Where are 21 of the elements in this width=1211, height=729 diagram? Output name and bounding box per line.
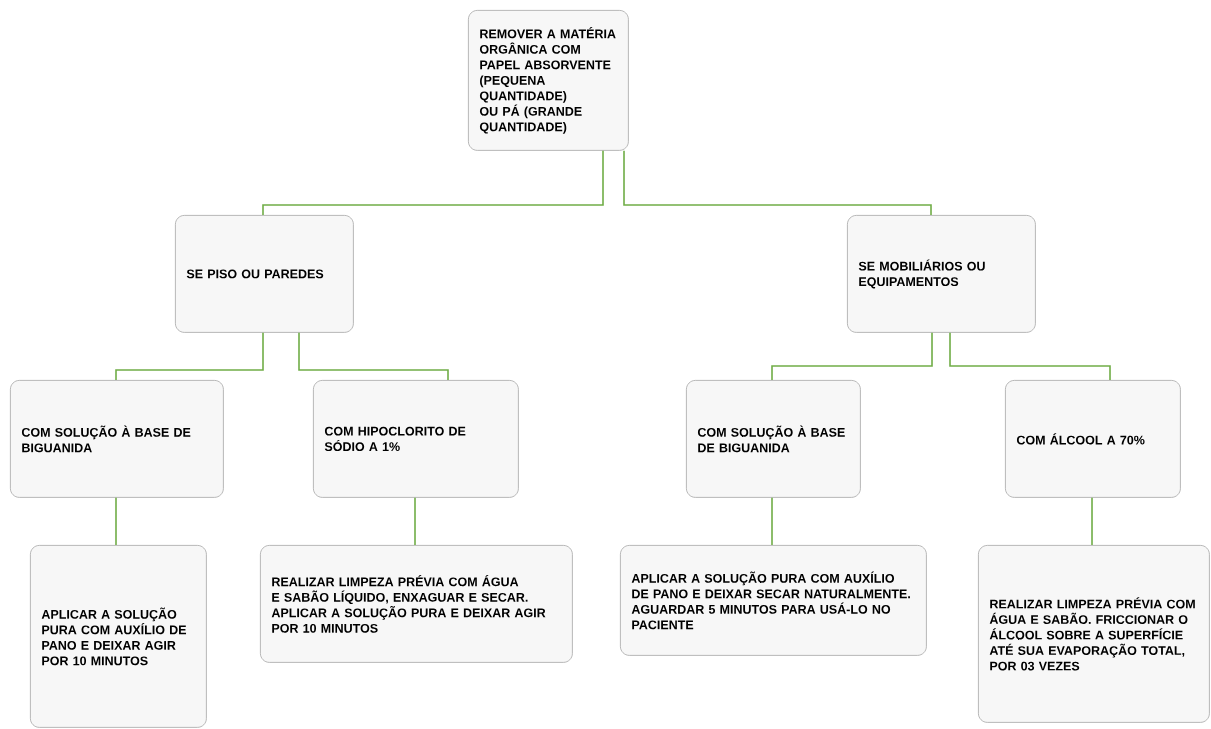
process-box: COM ÁLCOOL A 70% [1005, 380, 1181, 498]
process-box: APLICAR A SOLUÇÃO PURA COM AUXÍLIO DE PANO E DEIXAR SECAR NATURALMENTE. AGUARDAR 5 MINUTOS PARA USÁ-LO NO PACIENTE [620, 545, 927, 656]
connector [949, 332, 1111, 381]
connector [298, 332, 449, 381]
connector [1091, 497, 1093, 546]
process-box: SE PISO OU PAREDES [175, 215, 354, 333]
process-box: REMOVER A MATÉRIA ORGÂNICA COM PAPEL ABSORVENTE (PEQUENA QUANTIDADE) OU PÁ (GRANDE QUANTIDADE) [468, 10, 629, 151]
connector [262, 150, 604, 216]
connector [115, 497, 117, 546]
process-box: COM HIPOCLORITO DE SÓDIO A 1% [313, 380, 519, 498]
connector [414, 497, 416, 546]
connector [623, 150, 932, 216]
process-box: REALIZAR LIMPEZA PRÉVIA COM ÁGUA E SABÃO. FRICCIONAR O ÁLCOOL SOBRE A SUPERFÍCIE ATÉ SUA EVAPORAÇÃO TOTAL, POR 03 VEZES [978, 545, 1210, 723]
process-box: REALIZAR LIMPEZA PRÉVIA COM ÁGUA E SABÃO LÍQUIDO, ENXAGUAR E SECAR. APLICAR A SOLUÇÃO PURA E DEIXAR AGIR POR 10 MINUTOS [260, 545, 573, 663]
process-box: COM SOLUÇÃO À BASE DE BIGUANIDA [686, 380, 861, 498]
connector [115, 332, 264, 381]
process-box: COM SOLUÇÃO À BASE DE BIGUANIDA [10, 380, 224, 498]
process-box: APLICAR A SOLUÇÃO PURA COM AUXÍLIO DE PANO E DEIXAR AGIR POR 10 MINUTOS [30, 545, 207, 728]
process-box: SE MOBILIÁRIOS OU EQUIPAMENTOS [847, 215, 1036, 333]
connector [771, 497, 773, 546]
connector [771, 332, 933, 381]
